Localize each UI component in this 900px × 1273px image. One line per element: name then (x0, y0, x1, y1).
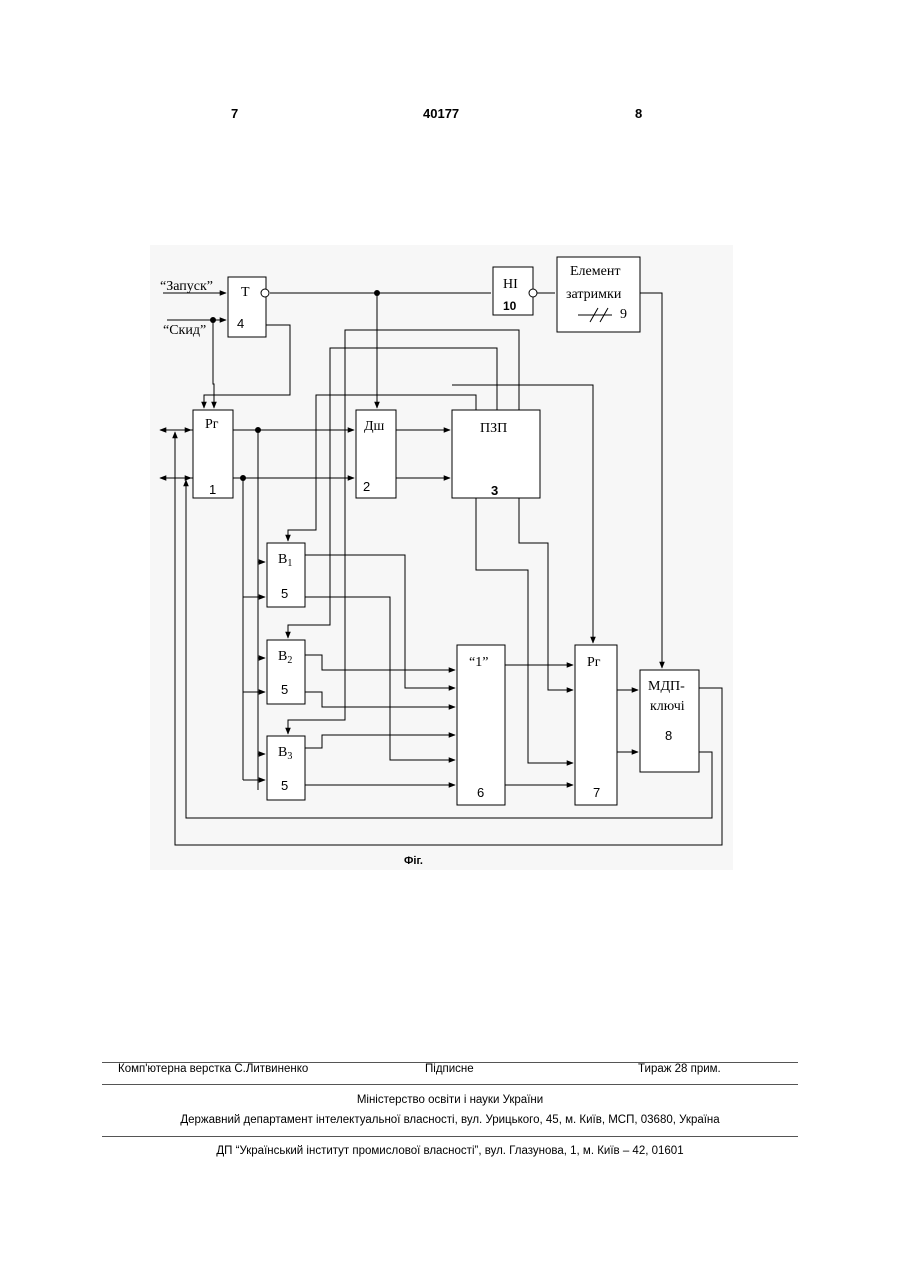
switch-1-number: 5 (281, 586, 288, 601)
or-block-label: “1” (469, 655, 488, 670)
start-input-label: “Запуск” (160, 279, 213, 294)
figure-background (150, 245, 733, 870)
trigger-inverted-output (261, 289, 269, 297)
switch-2-number: 5 (281, 682, 288, 697)
register-2-label: Рг (587, 655, 601, 670)
trigger-label: Т (241, 285, 250, 300)
not-gate-number: 10 (503, 299, 517, 313)
footer-rule-middle (102, 1084, 798, 1085)
decoder-label: Дш (364, 419, 385, 434)
register-1-number: 1 (209, 482, 216, 497)
footer-rule-bottom (102, 1136, 798, 1137)
rom-label: ПЗП (480, 421, 507, 436)
reset-input-label: “Скид” (163, 323, 206, 338)
delay-label-line1: Елемент (570, 264, 620, 279)
mos-keys-label-line2: ключі (650, 699, 685, 714)
footer-institute: ДП “Український інститут промислової вла… (0, 1145, 900, 1157)
mos-keys-number: 8 (665, 728, 672, 743)
register-1-label: Рг (205, 417, 219, 432)
not-gate-inverted-output (529, 289, 537, 297)
register-2-number: 7 (593, 785, 600, 800)
rom-number: 3 (491, 483, 498, 498)
trigger-number: 4 (237, 316, 244, 331)
switch-3-number: 5 (281, 778, 288, 793)
footer-department: Державний департамент інтелектуальної вл… (0, 1114, 900, 1126)
decoder-number: 2 (363, 479, 370, 494)
footer-layout: Комп'ютерна верстка С.Литвиненко (118, 1063, 308, 1075)
not-gate-label: НІ (503, 277, 518, 292)
mos-keys-label-line1: МДП- (648, 679, 685, 694)
or-block-number: 6 (477, 785, 484, 800)
delay-label-line2: затримки (566, 287, 622, 302)
delay-number: 9 (620, 307, 627, 322)
footer-signed: Підписне (425, 1063, 474, 1075)
figure-caption: Фіг. (404, 855, 423, 867)
footer-ministry: Міністерство освіти і науки України (0, 1094, 900, 1106)
footer-circulation: Тираж 28 прим. (638, 1063, 721, 1075)
